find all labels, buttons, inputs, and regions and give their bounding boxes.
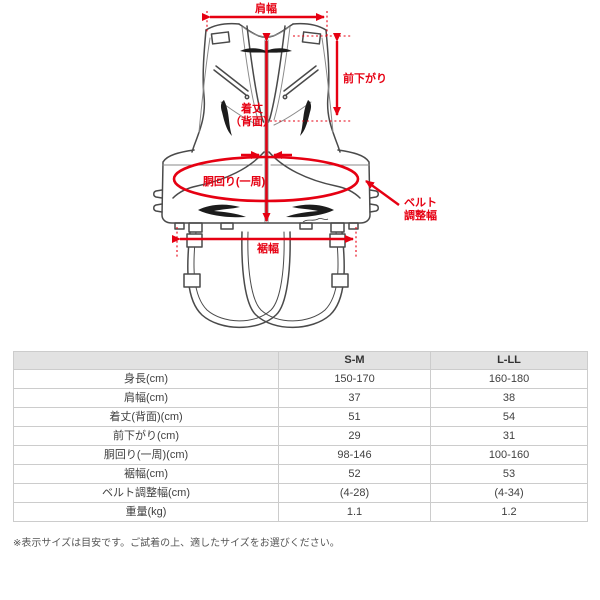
table-row-belt-adjust: ベルト調整幅(cm) (4-28) (4-34) xyxy=(13,483,588,503)
value-lll: 31 xyxy=(430,426,588,446)
size-disclaimer-note: ※表示サイズは目安です。ご試着の上、適したサイズをお選びください。 xyxy=(13,538,340,549)
hem-width-guides xyxy=(176,227,357,257)
vest-right-shoulder xyxy=(292,22,327,31)
row-label: 裾幅(cm) xyxy=(13,464,279,484)
right-pocket-flame xyxy=(286,204,334,218)
right-side-tabs xyxy=(369,189,379,213)
table-row-girth: 胴回り(一周)(cm) 98-146 100-160 xyxy=(13,445,588,465)
size-table-corner-cell xyxy=(13,351,279,370)
value-sm: 1.1 xyxy=(278,502,431,522)
pocket-curve-left xyxy=(172,151,265,199)
vest-tribal-decorations xyxy=(198,48,334,223)
row-label: 前下がり(cm) xyxy=(13,426,279,446)
vest-left-side xyxy=(191,29,207,153)
brand-logo-mark xyxy=(302,218,329,223)
belt-adjust-arrow xyxy=(365,180,400,206)
right-buckle-upper xyxy=(329,233,346,248)
value-sm: 52 xyxy=(278,464,431,484)
left-shoulder-adjuster xyxy=(210,31,231,45)
table-row-back-length: 着丈(背面)(cm) 51 54 xyxy=(13,407,588,427)
hem-tab-3 xyxy=(299,222,313,230)
value-lll: 53 xyxy=(430,464,588,484)
vest-left-shoulder xyxy=(205,22,240,31)
label-shoulder-width: 肩幅 xyxy=(255,1,277,15)
value-sm: 51 xyxy=(278,407,431,427)
vest-measurement-diagram: 肩幅 前下がり 着丈 （背面） 胴回り(一周) ベルト 調整幅 裾幅 xyxy=(153,1,437,329)
shoulder-width-guides xyxy=(206,11,328,36)
left-side-tabs xyxy=(153,189,163,213)
front-binding-right xyxy=(273,26,291,121)
vest-right-side xyxy=(325,29,341,153)
girth-ellipse xyxy=(172,155,360,203)
right-strap-loop xyxy=(330,222,345,233)
pocket-curve-right xyxy=(268,151,361,199)
row-label: ベルト調整幅(cm) xyxy=(13,483,279,503)
right-shoulder-adjuster xyxy=(301,31,322,45)
label-hem-width: 裾幅 xyxy=(257,241,279,255)
value-sm: 37 xyxy=(278,388,431,408)
hip-box xyxy=(161,149,371,224)
value-lll: 100-160 xyxy=(430,445,588,465)
row-label: 身長(cm) xyxy=(13,369,279,389)
column-header-lll: L-LL xyxy=(430,351,588,370)
table-row-shoulder-width: 肩幅(cm) 37 38 xyxy=(13,388,588,408)
value-sm: 98-146 xyxy=(278,445,431,465)
vest-collar-inner xyxy=(242,26,290,38)
label-back-length-line2: （背面） xyxy=(230,114,274,128)
value-lll: 54 xyxy=(430,407,588,427)
table-row-front-drop: 前下がり(cm) 29 31 xyxy=(13,426,588,446)
left-zip-pull xyxy=(244,94,250,100)
table-row-hem-width: 裾幅(cm) 52 53 xyxy=(13,464,588,484)
size-table-header-row: S-M L-LL xyxy=(13,351,588,370)
value-lll: 38 xyxy=(430,388,588,408)
hem-tab-4 xyxy=(348,222,359,230)
size-table: S-M L-LL 身長(cm) 150-170 160-180 肩幅(cm) 3… xyxy=(13,351,588,522)
value-lll: 1.2 xyxy=(430,502,588,522)
table-row-weight: 重量(kg) 1.1 1.2 xyxy=(13,502,588,522)
value-lll: (4-34) xyxy=(430,483,588,503)
value-lll: 160-180 xyxy=(430,369,588,389)
value-sm: 150-170 xyxy=(278,369,431,389)
right-chest-zip xyxy=(283,65,319,96)
table-row-height: 身長(cm) 150-170 160-180 xyxy=(13,369,588,389)
right-buckle-lower xyxy=(331,273,349,288)
right-zip-pull xyxy=(282,94,288,100)
hem-tab-1 xyxy=(174,222,185,230)
left-pocket-flame xyxy=(198,204,246,218)
row-label: 肩幅(cm) xyxy=(13,388,279,408)
front-binding-left xyxy=(241,26,259,121)
front-edge-left xyxy=(246,25,265,123)
label-front-drop: 前下がり xyxy=(343,71,387,85)
measurement-annotations xyxy=(172,11,400,257)
left-buckle-lower xyxy=(183,273,201,288)
row-label: 胴回り(一周)(cm) xyxy=(13,445,279,465)
right-armhole xyxy=(321,37,334,133)
label-belt-adjust-line1: ベルト xyxy=(404,196,437,209)
label-girth: 胴回り(一周) xyxy=(203,174,266,188)
value-sm: 29 xyxy=(278,426,431,446)
label-back-length-line1: 着丈 xyxy=(240,101,263,115)
row-label: 着丈(背面)(cm) xyxy=(13,407,279,427)
row-label: 重量(kg) xyxy=(13,502,279,522)
left-chest-zip xyxy=(213,65,249,96)
left-strap-loop xyxy=(188,222,203,233)
label-belt-adjust-line2: 調整幅 xyxy=(404,208,437,222)
left-buckle-upper xyxy=(186,233,203,248)
back-wing-emblem xyxy=(240,48,292,53)
right-chest-flame xyxy=(300,100,312,136)
value-sm: (4-28) xyxy=(278,483,431,503)
left-armhole xyxy=(198,37,211,133)
column-header-sm: S-M xyxy=(278,351,431,370)
left-chest-flame xyxy=(220,100,232,136)
hem-tab-2 xyxy=(220,222,234,230)
